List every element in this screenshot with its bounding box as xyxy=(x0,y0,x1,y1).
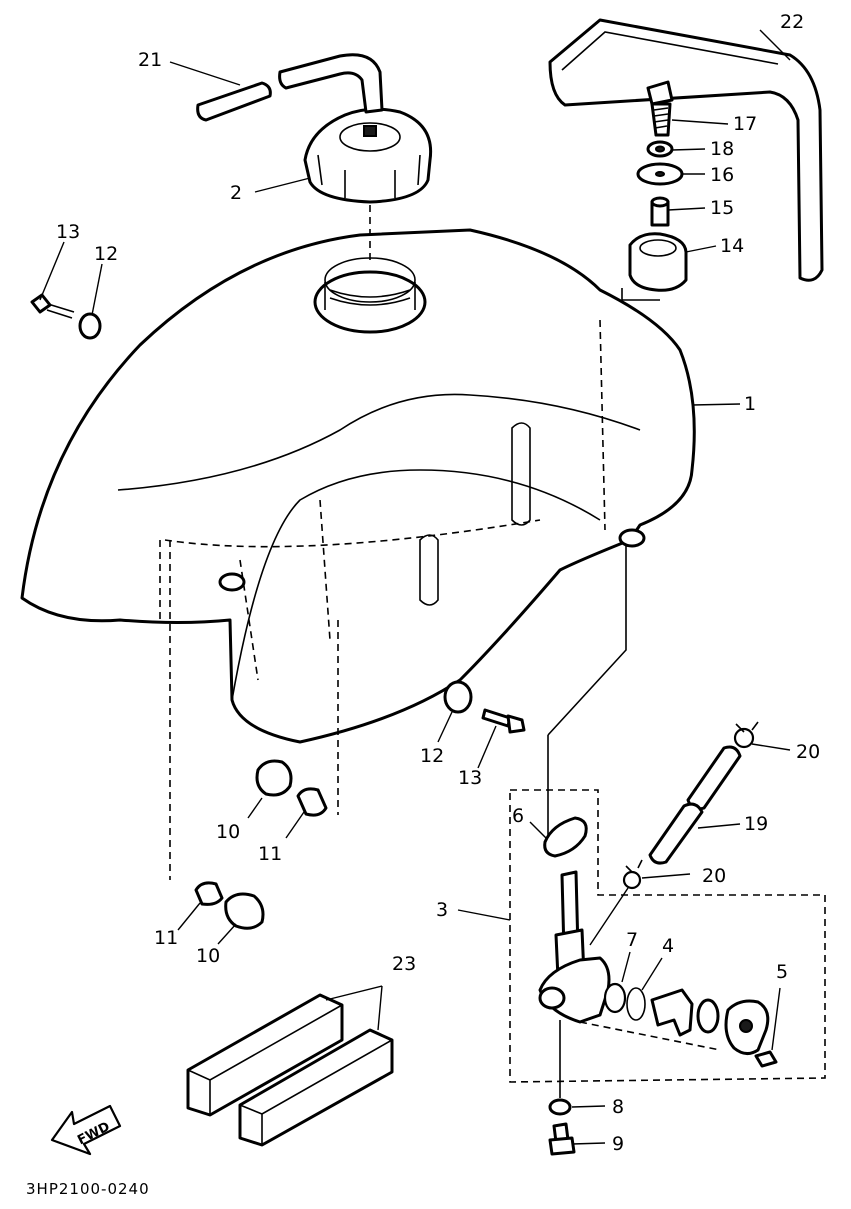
callout-4: 4 xyxy=(662,935,674,957)
callout-7: 7 xyxy=(626,929,638,951)
part-2-filler-cap xyxy=(303,107,433,265)
callout-9: 9 xyxy=(612,1133,624,1155)
fwd-arrow: FWD xyxy=(50,1104,122,1156)
callout-1: 1 xyxy=(744,393,756,415)
callout-2: 2 xyxy=(230,182,242,204)
callout-15: 15 xyxy=(710,197,734,219)
callout-17: 17 xyxy=(733,113,757,135)
part-21-vent-hose xyxy=(196,53,384,122)
part-23-foam-blocks xyxy=(186,993,394,1147)
part-7-o-ring xyxy=(603,982,627,1014)
callout-19: 19 xyxy=(744,813,768,835)
callout-10-lower: 10 xyxy=(196,945,220,967)
part-4-packing xyxy=(626,987,646,1021)
part-10-damper-upper xyxy=(255,759,293,797)
part-8-washer xyxy=(548,1020,572,1116)
callout-12-upper: 12 xyxy=(94,243,118,265)
callout-18: 18 xyxy=(710,138,734,160)
fuel-cock-lever xyxy=(650,988,720,1037)
part-10-damper-lower xyxy=(224,892,265,930)
part-14-damper xyxy=(621,232,688,301)
callout-12-lower: 12 xyxy=(420,745,444,767)
callout-11-upper: 11 xyxy=(258,843,282,865)
callout-13-lower: 13 xyxy=(458,767,482,789)
part-5-plate-screw xyxy=(724,999,778,1068)
part-13-bolt-lower xyxy=(481,708,526,734)
part-16-washer xyxy=(636,162,684,186)
fuel-tank-body xyxy=(20,228,696,744)
callout-20-upper: 20 xyxy=(796,741,820,763)
callout-20-lower: 20 xyxy=(702,865,726,887)
part-9-drain-screw xyxy=(548,1122,576,1156)
part-17-bolt xyxy=(646,80,674,137)
callout-11-lower: 11 xyxy=(154,927,178,949)
callout-labels: 22 21 2 17 18 16 15 14 1 13 12 12 13 10 … xyxy=(56,11,820,1155)
part-22-cover xyxy=(548,18,824,282)
callout-10-upper: 10 xyxy=(216,821,240,843)
callout-16: 16 xyxy=(710,164,734,186)
leader-lines xyxy=(39,29,791,1145)
part-19-fuel-hose xyxy=(648,745,742,865)
callout-6: 6 xyxy=(512,805,524,827)
callout-23: 23 xyxy=(392,953,416,975)
part-15-collar xyxy=(650,196,670,227)
part-11-collar-upper xyxy=(296,787,328,817)
callout-22: 22 xyxy=(780,11,804,33)
part-3-fuel-cock xyxy=(538,870,721,1051)
drawing-code: 3HP2100-0240 xyxy=(26,1180,150,1198)
part-12-washer-lower xyxy=(443,680,473,714)
callout-14: 14 xyxy=(720,235,744,257)
part-11-collar-lower xyxy=(194,881,224,906)
callout-5: 5 xyxy=(776,961,788,983)
fuel-cock-assembly xyxy=(509,545,826,1083)
part-12-washer-upper xyxy=(78,312,102,340)
part-6-gasket xyxy=(543,816,588,858)
part-20-clip-lower xyxy=(622,859,643,890)
part-20-clip-upper xyxy=(733,721,759,749)
callout-8: 8 xyxy=(612,1096,624,1118)
callout-13-upper: 13 xyxy=(56,221,80,243)
callout-21: 21 xyxy=(138,49,162,71)
part-18-washer xyxy=(646,140,674,158)
callout-3: 3 xyxy=(436,899,448,921)
part-13-bolt-upper xyxy=(30,293,75,319)
